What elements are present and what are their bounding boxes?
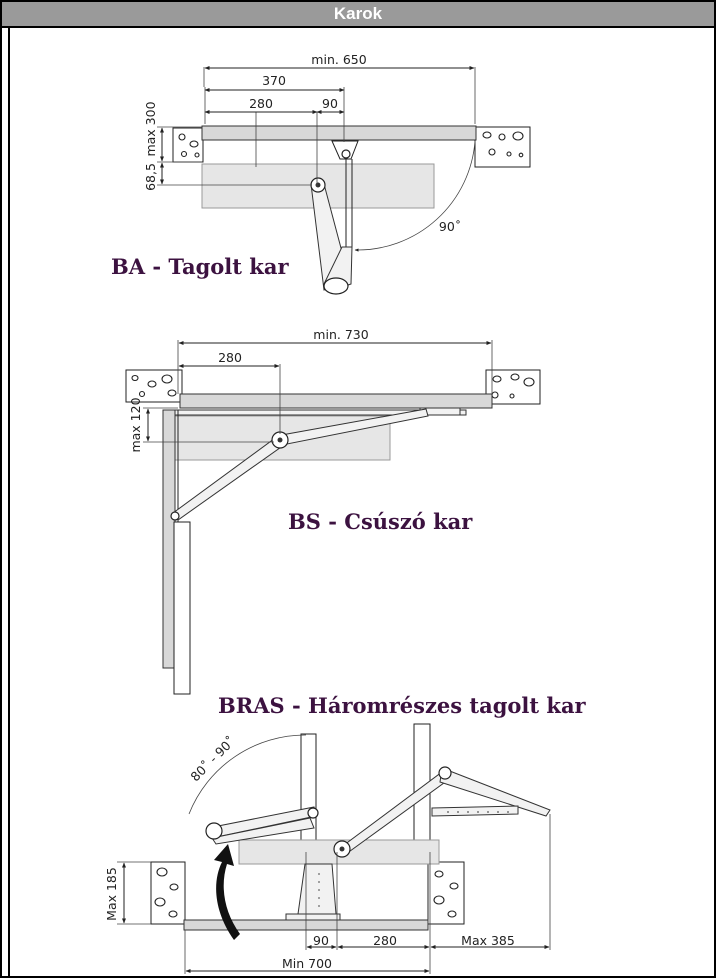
bras-right-wall [427,861,465,925]
ba-caption: BA - Tagolt kar [111,254,289,279]
bras-dim-max-385: Max 385 [461,933,515,948]
bras-left-wall [150,861,186,925]
ba-dim-370: 370 [262,73,286,88]
arm-diagrams: min. 650 370 280 90 max 300 68,5 90˚ BA … [104,52,587,974]
bras-dim-280: 280 [373,933,397,948]
bs-dim-280: 280 [218,350,242,365]
ba-dim-min-650: min. 650 [311,52,366,67]
bras-pedestal [297,863,337,915]
bs-door-leaf [179,393,493,409]
bras-dim-max-185: Max 185 [104,867,119,921]
bs-section: min. 730 280 max 120 BS - Csúszó kar [125,327,541,695]
ba-dim-max-300: max 300 [143,101,158,156]
ba-door-leaf [201,125,477,141]
bras-swing-arc [188,734,307,815]
ba-dim-280: 280 [249,96,273,111]
bs-right-wall [485,369,541,405]
bras-dim-min-700: Min 700 [282,956,332,971]
bras-left-post [300,733,317,853]
ba-right-wall [474,126,531,168]
ba-arm-end [323,277,349,295]
bras-caption: BRAS - Háromrészes tagolt kar [218,693,587,718]
ba-dim-angle: 90˚ [439,219,461,234]
ba-dim-90: 90 [322,96,338,111]
bs-dim-min-730: min. 730 [313,327,368,342]
bras-dim-90: 90 [313,933,329,948]
bras-dim-angle: 80˚ - 90˚ [187,733,238,784]
ba-section: min. 650 370 280 90 max 300 68,5 90˚ BA … [111,52,531,295]
page-title: Karok [2,2,714,28]
bras-open-arrow [214,844,240,940]
left-rule [8,28,10,976]
bs-caption: BS - Csúszó kar [288,509,473,534]
bs-dim-max-120: max 120 [128,397,143,452]
bs-open-door [162,409,176,669]
bs-frame-post [173,521,191,695]
ba-dim-68-5: 68,5 [143,163,158,191]
bs-left-wall [125,369,183,403]
bras-section: BRAS - Háromrészes tagolt kar [104,693,587,974]
ba-left-wall [172,127,204,163]
ba-bracket-pivot [341,149,351,159]
